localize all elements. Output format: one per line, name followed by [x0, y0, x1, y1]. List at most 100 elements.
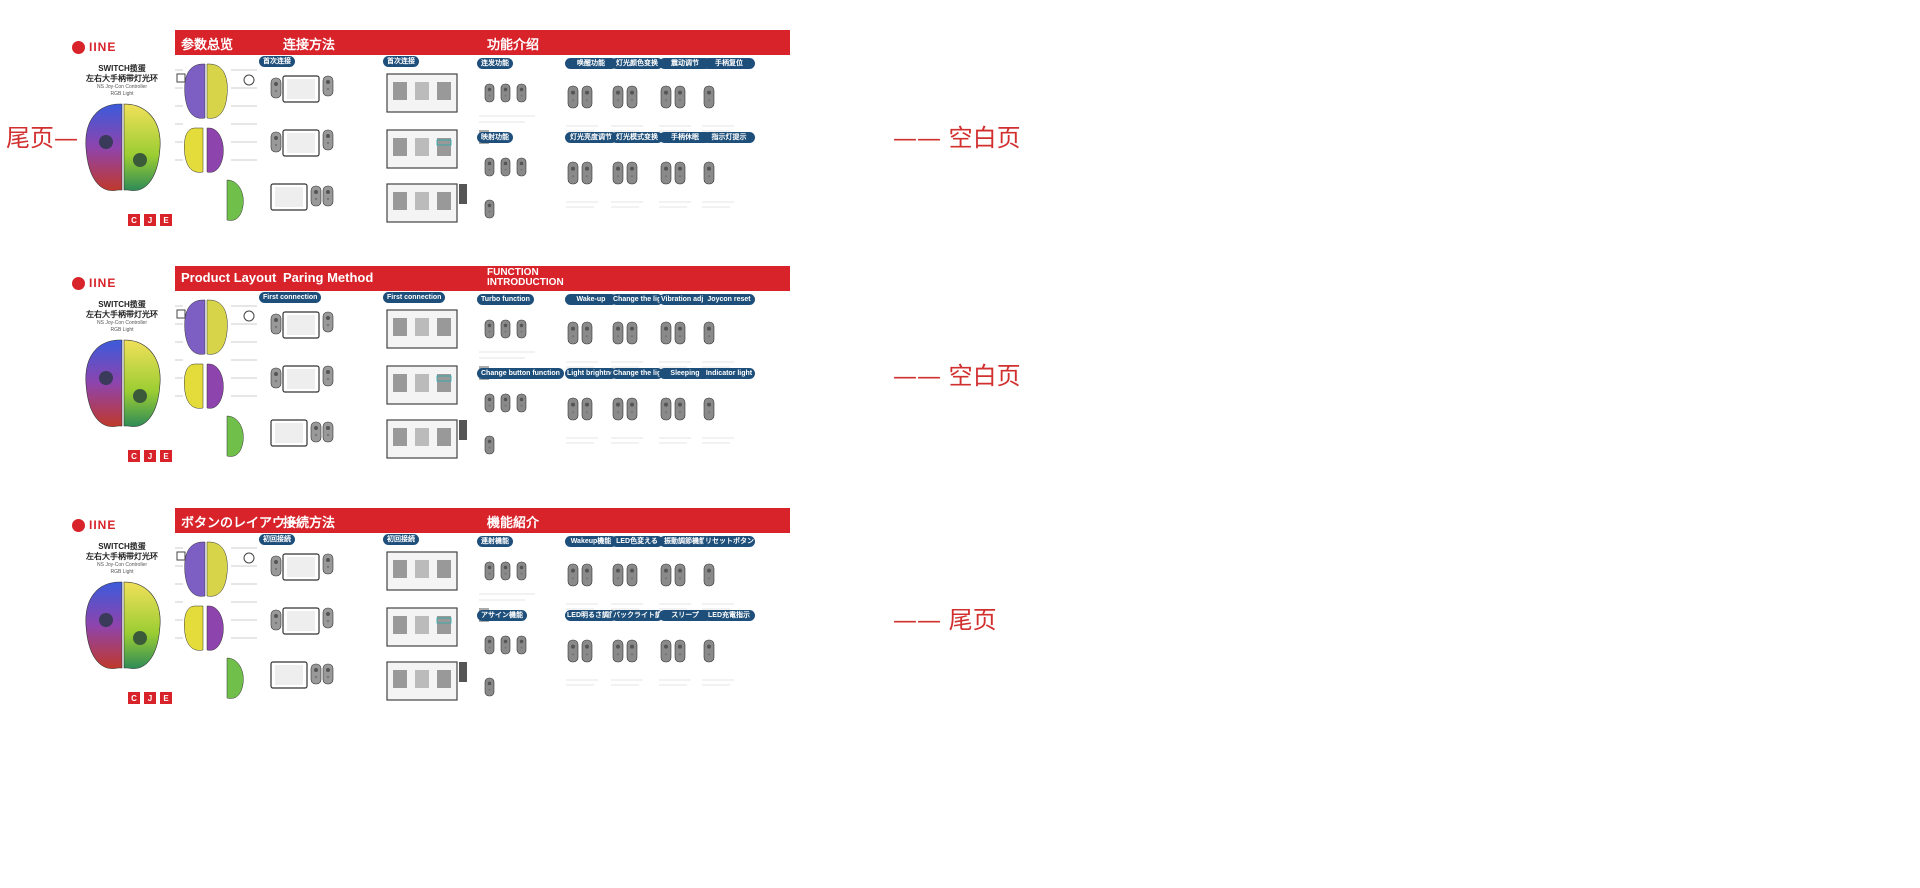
- right-stick-icon: [133, 631, 147, 645]
- function-pill: バックライト調節: [611, 610, 663, 621]
- function-pill: Wakeup機能: [565, 536, 617, 547]
- function-pill: 手柄休眠: [659, 132, 711, 143]
- joycon-thumbnail: [516, 157, 527, 177]
- joycon-thumbnail: [581, 639, 593, 663]
- joycon-thumbnail: [567, 397, 579, 421]
- cover-title-line: 左右大手柄带灯光环: [86, 310, 158, 319]
- section-title-function-line: 機能紹介: [487, 515, 540, 530]
- pairing-step-pill: 首次连接: [383, 56, 419, 67]
- joycon-thumbnail: [500, 83, 511, 103]
- pairing-steps-b: [386, 73, 467, 223]
- function-pill: 振動調節機能: [659, 536, 711, 547]
- cover-title: SWITCH揽蛋左右大手柄带灯光环: [74, 64, 170, 84]
- function-pill: 灯光模式变换: [611, 132, 663, 143]
- joycon-thumbnail: [660, 639, 672, 663]
- joycon-thumbnail: [674, 85, 686, 109]
- section-title-pairing: Paring Method: [283, 270, 374, 285]
- joycon-thumbnail: [703, 85, 715, 109]
- function-pill: リセットボタン: [703, 536, 755, 547]
- function-grid: [566, 85, 734, 208]
- language-marker: J: [144, 450, 156, 462]
- section-banner: 参数总览连接方法功能介绍: [175, 30, 790, 55]
- joycon-thumbnail: [484, 157, 495, 177]
- joycon-right-illustration: [322, 311, 334, 333]
- joycon-thumbnail: [660, 397, 672, 421]
- function-illustrations: [479, 83, 535, 219]
- function-pill: 灯光颜色变换: [611, 58, 663, 69]
- joycon-thumbnail: [567, 161, 579, 185]
- joycon-thumbnail: [516, 83, 527, 103]
- joycon-thumbnail: [674, 321, 686, 345]
- section-title-function: 功能介绍: [487, 34, 539, 53]
- cover-subtitle-line: NS Joy-Con Controller: [96, 320, 148, 326]
- screen-illustration: [386, 183, 458, 223]
- joycon-thumbnail: [567, 639, 579, 663]
- language-marker: E: [160, 450, 172, 462]
- pairing-steps-a: [270, 75, 334, 211]
- joycon-thumbnail: [581, 563, 593, 587]
- joycon-thumbnail: [567, 563, 579, 587]
- controller-pair-illustration: [85, 339, 161, 427]
- cover-title-line: SWITCH揽蛋: [98, 300, 146, 309]
- cover-title-line: SWITCH揽蛋: [98, 64, 146, 73]
- screen-illustration: [386, 73, 458, 113]
- joycon-thumbnail: [660, 161, 672, 185]
- screen-illustration: [386, 661, 458, 701]
- instruction-illustrations: [175, 541, 734, 701]
- logo-text: IINE: [89, 518, 117, 532]
- function-pill: Wake-up: [565, 294, 617, 305]
- function-pill: 震动调节: [659, 58, 711, 69]
- joycon-thumbnail: [500, 561, 511, 581]
- cover-subtitle-line: NS Joy-Con Controller: [96, 84, 148, 90]
- section-title-pairing: 连接方法: [283, 37, 336, 52]
- pairing-step-pill: 初回接続: [259, 534, 295, 545]
- left-stick-icon: [99, 613, 113, 627]
- function-grid: [566, 321, 734, 444]
- console-illustration: [282, 553, 320, 581]
- joycon-thumbnail: [581, 161, 593, 185]
- section-banner: ボタンのレイアウト接続方法機能紹介: [175, 508, 790, 533]
- joycon-thumbnail: [612, 321, 624, 345]
- logo-text: IINE: [89, 40, 117, 54]
- function-pill: アサイン機能: [477, 610, 527, 621]
- logo-mark-icon: [72, 276, 85, 290]
- joycon-thumbnail: [516, 319, 527, 339]
- joycon-thumbnail: [484, 435, 495, 455]
- function-pill: Turbo function: [477, 294, 534, 305]
- joycon-thumbnail: [484, 677, 495, 697]
- function-pill: LED色変える: [611, 536, 663, 547]
- pairing-steps-b: [386, 309, 467, 459]
- function-pill: Indicator light: [703, 368, 755, 379]
- function-pill: 手柄复位: [703, 58, 755, 69]
- brand-logo: IINE: [72, 518, 116, 532]
- right-label-2: —— 空白页: [893, 362, 1021, 390]
- joycon-left-illustration: [310, 421, 322, 443]
- joycon-thumbnail: [612, 563, 624, 587]
- logo-text: IINE: [89, 276, 117, 290]
- cover-title: SWITCH揽蛋左右大手柄带灯光环: [74, 300, 170, 320]
- joycon-thumbnail: [581, 85, 593, 109]
- button-layout-diagram: [175, 541, 257, 699]
- joycon-right-illustration: [322, 365, 334, 387]
- joycon-thumbnail: [626, 563, 638, 587]
- function-pill: LED充電指示: [703, 610, 755, 621]
- console-illustration: [270, 183, 308, 211]
- joycon-right-illustration: [322, 607, 334, 629]
- joycon-thumbnail: [674, 563, 686, 587]
- logo-mark-icon: [72, 518, 85, 532]
- function-pill: Change the light mode: [611, 368, 663, 379]
- joycon-thumbnail: [500, 157, 511, 177]
- joycon-thumbnail: [500, 393, 511, 413]
- function-pill: 映射功能: [477, 132, 513, 143]
- joycon-thumbnail: [567, 321, 579, 345]
- right-joycon: [123, 339, 161, 427]
- function-pill: 連射機能: [477, 536, 513, 547]
- cover-title-line: SWITCH揽蛋: [98, 542, 146, 551]
- joycon-thumbnail: [626, 85, 638, 109]
- right-joycon: [123, 103, 161, 191]
